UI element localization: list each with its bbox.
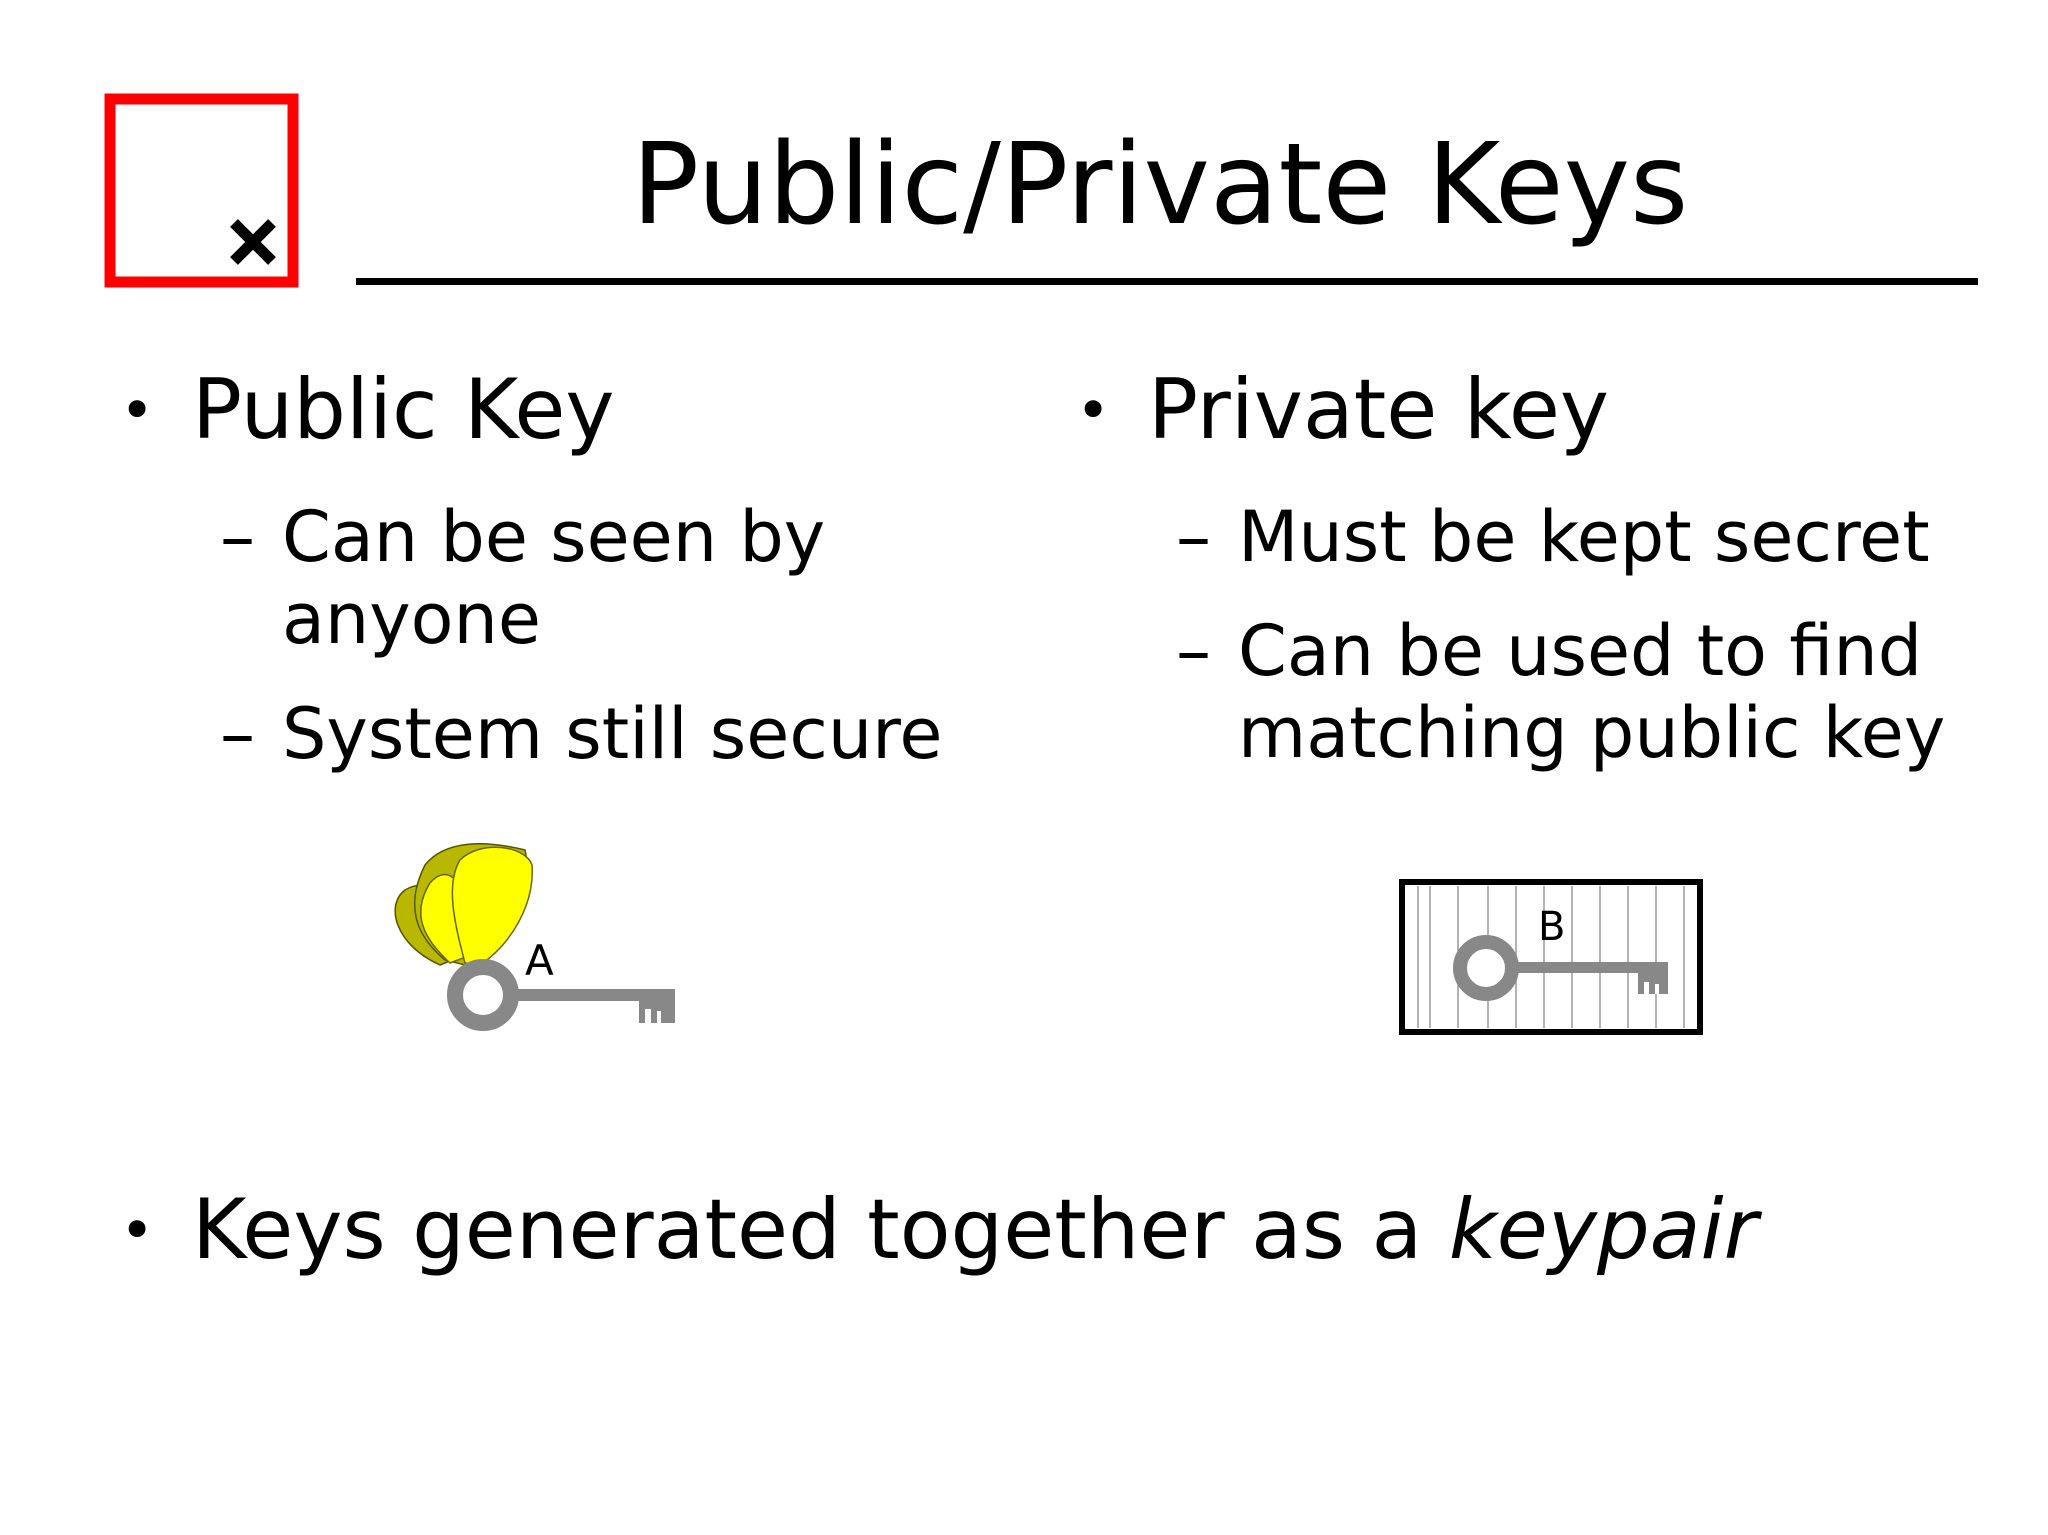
public-key-item: System still secure bbox=[282, 693, 943, 775]
boxed-key-icon: B bbox=[1399, 879, 1703, 1035]
public-key-heading: Public Key bbox=[192, 361, 615, 458]
sub-bullet-marker: – bbox=[1176, 610, 1211, 692]
sub-bullet-marker: – bbox=[1176, 496, 1211, 578]
page-title: Public/Private Keys bbox=[631, 120, 1689, 250]
private-key-heading: Private key bbox=[1148, 361, 1610, 458]
sub-bullet-marker: – bbox=[220, 496, 255, 578]
keypair-emphasis: keypair bbox=[1448, 1181, 1758, 1278]
x-mark-icon bbox=[230, 219, 276, 265]
logo bbox=[104, 93, 299, 288]
keypair-statement: Keys generated together as a keypair bbox=[192, 1180, 1758, 1280]
private-key-item: Must be kept secret bbox=[1238, 496, 1930, 578]
keypair-text: Keys generated together as a bbox=[192, 1181, 1449, 1278]
key-a-label: A bbox=[525, 936, 554, 985]
bullet-marker: • bbox=[1076, 376, 1111, 444]
bullet-marker: • bbox=[120, 376, 155, 444]
title-divider bbox=[356, 278, 1978, 285]
sub-bullet-marker: – bbox=[220, 693, 255, 775]
private-key-item: Can be used to find matching public key bbox=[1238, 610, 1946, 774]
public-key-item: Can be seen by anyone bbox=[282, 496, 826, 660]
key-b-label: B bbox=[1538, 904, 1565, 950]
bullet-marker: • bbox=[120, 1196, 155, 1264]
winged-key-icon: A bbox=[394, 843, 675, 1031]
